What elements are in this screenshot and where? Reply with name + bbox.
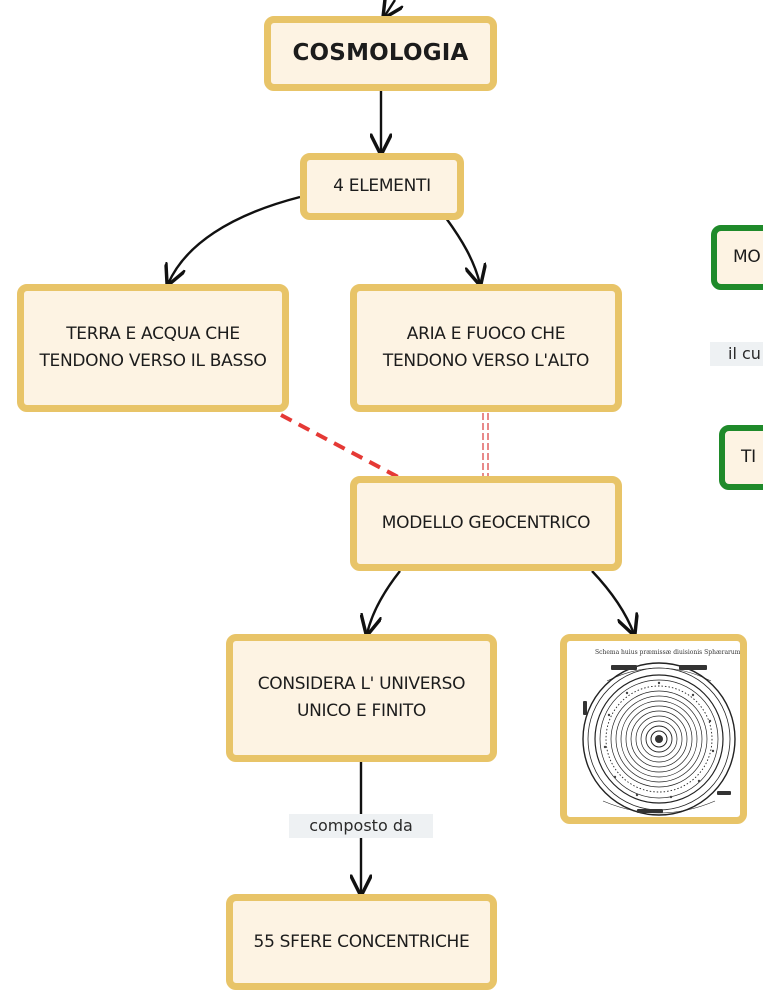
link-modello-image bbox=[591, 570, 634, 634]
node-modello-geocentrico[interactable]: MODELLO GEOCENTRICO bbox=[350, 476, 622, 571]
link-top-incoming bbox=[384, 0, 395, 17]
node-4-elementi-label: 4 ELEMENTI bbox=[333, 176, 431, 196]
node-4-elementi[interactable]: 4 ELEMENTI bbox=[300, 153, 464, 220]
link-modello-universo bbox=[367, 570, 401, 634]
link-elementi-terra bbox=[168, 195, 301, 284]
node-aria-fuoco[interactable]: ARIA E FUOCO CHE TENDONO VERSO L'ALTO bbox=[350, 284, 622, 412]
node-aria-fuoco-line-1: ARIA E FUOCO CHE bbox=[406, 324, 566, 344]
node-cosmologia-label: COSMOLOGIA bbox=[292, 40, 469, 66]
link-label-il-cu-partial: il cu bbox=[710, 342, 763, 366]
node-cosmologia[interactable]: COSMOLOGIA bbox=[264, 16, 497, 91]
node-aria-fuoco-line-2: TENDONO VERSO L'ALTO bbox=[382, 351, 590, 371]
link-terra-modello-dashed bbox=[280, 413, 399, 479]
link-elementi-aria bbox=[445, 217, 480, 284]
node-ti-partial-label: TI bbox=[741, 447, 756, 467]
node-modello-geocentrico-label: MODELLO GEOCENTRICO bbox=[381, 513, 591, 533]
node-terra-acqua[interactable]: TERRA E ACQUA CHE TENDONO VERSO IL BASSO bbox=[17, 284, 289, 412]
node-sfere[interactable]: 55 SFERE CONCENTRICHE bbox=[226, 894, 497, 990]
node-universo-line-2: UNICO E FINITO bbox=[296, 701, 427, 721]
node-mo-partial[interactable]: MO bbox=[711, 225, 763, 290]
node-terra-acqua-line-2: TENDONO VERSO IL BASSO bbox=[39, 351, 267, 371]
node-sfere-label: 55 SFERE CONCENTRICHE bbox=[253, 931, 470, 952]
node-mo-partial-label: MO bbox=[733, 247, 761, 267]
node-cosmos-image[interactable]: Schema huius præmissæ diuisionis Sphærar… bbox=[560, 634, 747, 824]
geocentric-cosmos-illustration-icon bbox=[582, 662, 736, 816]
node-universo[interactable]: CONSIDERA L' UNIVERSO UNICO E FINITO bbox=[226, 634, 497, 762]
link-label-composto-da: composto da bbox=[289, 814, 433, 838]
node-terra-acqua-line-1: TERRA E ACQUA CHE bbox=[66, 324, 240, 344]
node-universo-line-1: CONSIDERA L' UNIVERSO bbox=[257, 674, 466, 694]
node-ti-partial[interactable]: TI bbox=[719, 425, 763, 490]
image-caption: Schema huius præmissæ diuisionis Sphærar… bbox=[595, 649, 743, 656]
